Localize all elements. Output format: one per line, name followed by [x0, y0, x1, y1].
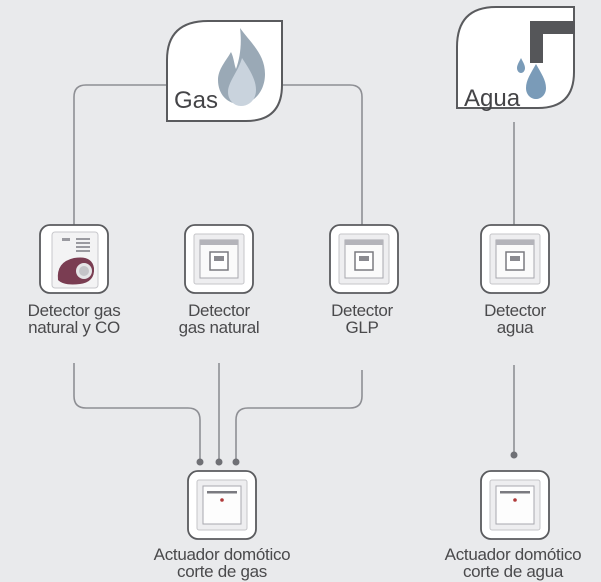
detector-label-line2: GLP [345, 318, 379, 337]
actuator-agua-label: Actuador domótico corte de agua [425, 546, 601, 580]
line-gas-to-detector-glp [282, 84, 363, 225]
detector-label-line1: Detector gas [27, 301, 121, 320]
flood-sensor-icon [489, 233, 541, 285]
line-detector-co-to-actuator [73, 363, 201, 462]
detector-gas-co-box [39, 224, 109, 294]
dot-3 [232, 458, 240, 466]
actuator-label-line1: Actuador domótico [153, 545, 291, 564]
detector-gas-natural-box [184, 224, 254, 294]
detector-agua-label: Detector agua [445, 302, 585, 336]
actuator-label-line2: corte de gas [177, 562, 267, 581]
detector-label-line2: gas natural [178, 318, 260, 337]
actuator-gas-label: Actuador domótico corte de gas [132, 546, 312, 580]
detector-label-line2: agua [496, 318, 534, 337]
line-gas-to-detector-co [73, 84, 167, 225]
line-detector-glp-to-actuator [235, 370, 363, 462]
agua-source-badge [456, 6, 575, 109]
actuator-label-line1: Actuador domótico [444, 545, 582, 564]
flame-icon [218, 28, 265, 106]
detector-gas-natural-label: Detector gas natural [149, 302, 289, 336]
actuator-agua-box [480, 470, 550, 540]
detector-label-line1: Detector [188, 301, 250, 320]
detector-gas-co-label: Detector gas natural y CO [4, 302, 144, 336]
connector-lines [73, 84, 515, 462]
actuator-label-line2: corte de agua [462, 562, 564, 581]
actuator-icon [196, 479, 248, 531]
detector-glp-box [329, 224, 399, 294]
flood-sensor-icon [338, 233, 390, 285]
dot-4 [510, 451, 518, 459]
detector-label-line2: natural y CO [28, 318, 120, 337]
agua-source-label: Agua [464, 85, 521, 112]
flood-sensor-icon [193, 233, 245, 285]
gas-source-badge [166, 20, 283, 122]
gas-source-label: Gas [174, 87, 219, 114]
dot-2 [215, 458, 223, 466]
dot-1 [196, 458, 204, 466]
actuator-icon [489, 479, 541, 531]
detector-label-line1: Detector [331, 301, 393, 320]
gas-co-detector-icon [51, 231, 99, 289]
connection-dots [196, 451, 518, 466]
actuator-gas-box [187, 470, 257, 540]
detector-glp-label: Detector GLP [292, 302, 432, 336]
faucet-drops-icon [517, 21, 575, 99]
detector-label-line1: Detector [484, 301, 546, 320]
detector-agua-box [480, 224, 550, 294]
